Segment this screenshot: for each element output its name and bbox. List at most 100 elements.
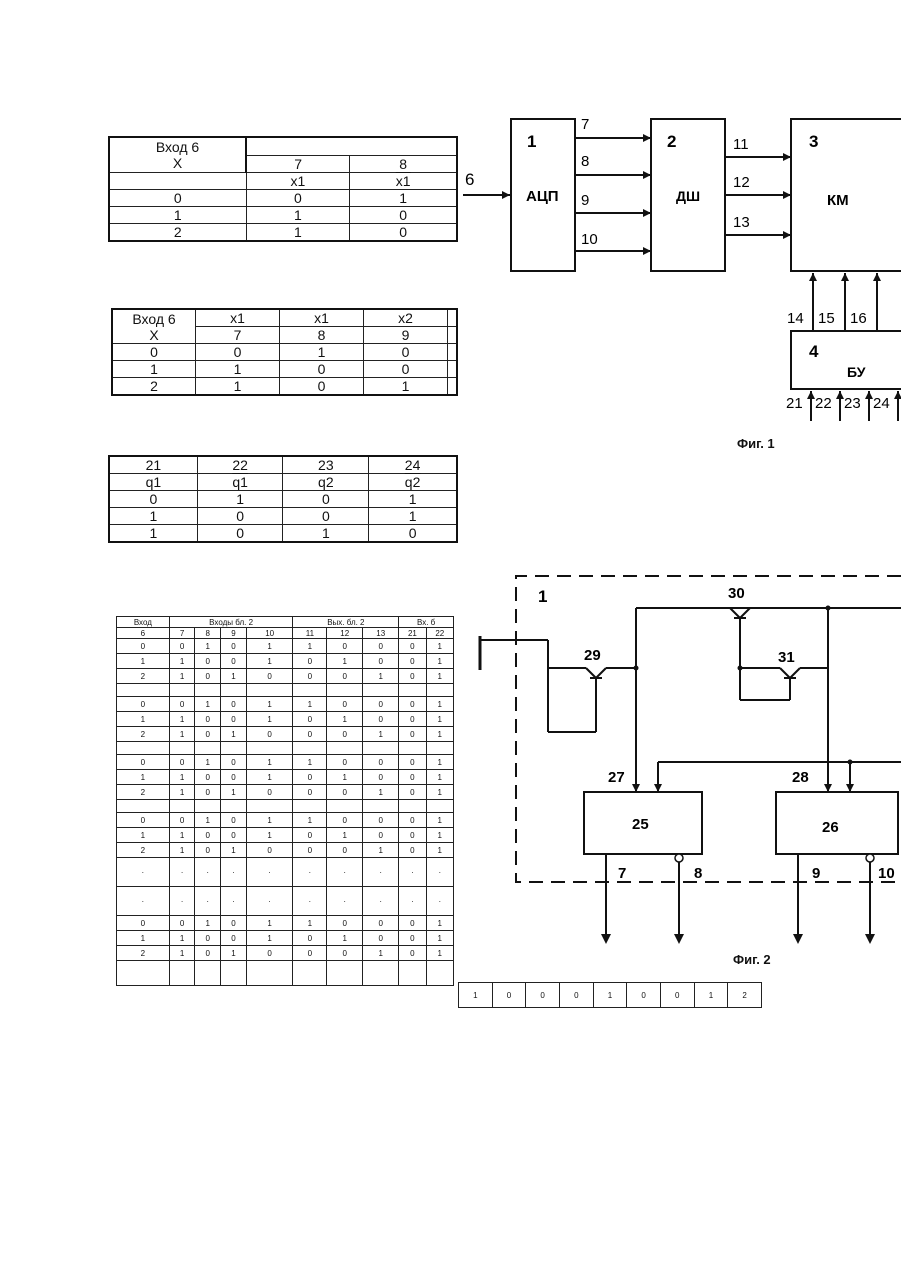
table-cell: 1	[426, 639, 453, 654]
table-cell: 1	[426, 785, 453, 800]
table-cell: 0	[246, 946, 293, 961]
table-cell: 2	[117, 727, 170, 742]
table-cell: ·	[363, 858, 399, 887]
table-cell: 0	[221, 770, 247, 785]
table-cell: ·	[169, 887, 195, 916]
table-cell: 1	[426, 755, 453, 770]
fig2-node-label: 28	[792, 769, 809, 786]
table-cell: 1	[221, 946, 247, 961]
table-d-col-num: 9	[221, 628, 247, 639]
table-cell	[399, 800, 426, 813]
table-row: 2 1 0 1	[112, 378, 457, 396]
fig1-caption: Фиг. 1	[737, 436, 775, 451]
fig2-outputs	[601, 854, 875, 944]
table-cell: 0	[293, 727, 327, 742]
table-cell: 1	[327, 712, 363, 727]
table-row: 1100101001	[117, 712, 454, 727]
table-cell: 1	[169, 712, 195, 727]
table-c-col-num: 21	[109, 456, 197, 474]
fig2-subblock-label: 25	[632, 816, 649, 833]
table-cell: 1	[350, 190, 457, 207]
table-cell: 1	[117, 828, 170, 843]
fig2-output-label: 10	[878, 865, 895, 882]
fig1-line-label: 8	[581, 153, 589, 170]
table-cell: 0	[399, 843, 426, 858]
fig1-line-label: 14	[787, 310, 804, 327]
table-a-head-x: X	[110, 155, 245, 171]
table-cell: 0	[327, 697, 363, 712]
table-cell	[221, 742, 247, 755]
table-cell: 0	[195, 712, 221, 727]
table-d-col-num: 21	[399, 628, 426, 639]
table-cell	[169, 742, 195, 755]
table-cell: 0	[399, 654, 426, 669]
table-cell: 1	[117, 654, 170, 669]
table-c-col-num: 24	[369, 456, 457, 474]
table-cell: 1	[169, 931, 195, 946]
table-cell: 1	[327, 931, 363, 946]
fig1-line-label: 11	[733, 136, 749, 153]
table-row: 1100101001	[117, 654, 454, 669]
table-cell: ·	[426, 858, 453, 887]
table-cell: 0	[293, 712, 327, 727]
table-cell: 2	[117, 785, 170, 800]
table-cell: 0	[112, 344, 196, 361]
table-cell: 1	[246, 770, 293, 785]
table-cell	[327, 961, 363, 986]
table-cell	[293, 961, 327, 986]
table-a-col-sym: x1	[350, 173, 457, 190]
table-cell: 0	[169, 916, 195, 931]
table-cell	[293, 742, 327, 755]
table-cell: 0	[363, 916, 399, 931]
table-cell: ·	[117, 887, 170, 916]
table-cell	[117, 742, 170, 755]
fig1-block-4-label: БУ	[847, 364, 866, 380]
fig1-line-label: 12	[733, 174, 750, 191]
table-a-head-blank	[246, 137, 457, 156]
table-row: 1100101001	[117, 828, 454, 843]
table-cell: 1	[109, 207, 246, 224]
table-cell: 0	[293, 828, 327, 843]
table-cell: 1	[246, 931, 293, 946]
table-cell: 0	[399, 697, 426, 712]
fig2-subblock-label: 26	[822, 819, 839, 836]
table-cell: 1	[426, 828, 453, 843]
table-cell: ·	[293, 887, 327, 916]
table-cell: 0	[363, 931, 399, 946]
fig1-diagram: 6 1 АЦП 7 8 9 10 2 ДШ 11 12 13 3 КМ	[455, 105, 901, 425]
table-b: Вход 6 X x1 x1 x2 7 8 9 0 0 1 0 1 1 0 0 …	[111, 308, 458, 396]
table-cell: 1	[196, 378, 280, 396]
table-row: 2101000101	[117, 727, 454, 742]
table-a-sym-blank	[109, 173, 246, 190]
table-d-col-num: 12	[327, 628, 363, 639]
table-cell: 0	[117, 813, 170, 828]
table-cell: ·	[195, 887, 221, 916]
table-cell: 0	[195, 785, 221, 800]
table-gap-row	[117, 742, 454, 755]
table-cell: 0	[197, 508, 283, 525]
table-d-col-num: 11	[293, 628, 327, 639]
table-cell: 0	[350, 207, 457, 224]
table-c-col-sym: q2	[369, 474, 457, 491]
table-cell: 1	[293, 639, 327, 654]
table-cell	[246, 742, 293, 755]
table-d: ВходВходы бл. 2Вых. бл. 2Вх. б6789101112…	[116, 616, 454, 986]
table-cell: 1	[293, 697, 327, 712]
table-cell: 0	[109, 190, 246, 207]
table-cell: 0	[327, 813, 363, 828]
fig1-block-1-label: АЦП	[526, 188, 559, 205]
table-cell: 2	[117, 669, 170, 684]
table-gap-row: ··········	[117, 887, 454, 916]
table-cell: 0	[363, 770, 399, 785]
table-cell	[293, 684, 327, 697]
fig1-block-2-label: ДШ	[676, 188, 700, 204]
table-row: 0010110001	[117, 697, 454, 712]
table-cell: 1	[221, 669, 247, 684]
table-cell: 0	[327, 639, 363, 654]
table-cell: 0	[364, 344, 448, 361]
table-cell: 0	[492, 983, 526, 1008]
table-cell: 0	[399, 916, 426, 931]
table-cell: 1	[426, 946, 453, 961]
table-cell: 1	[369, 508, 457, 525]
fig1-line-label: 7	[581, 116, 589, 133]
